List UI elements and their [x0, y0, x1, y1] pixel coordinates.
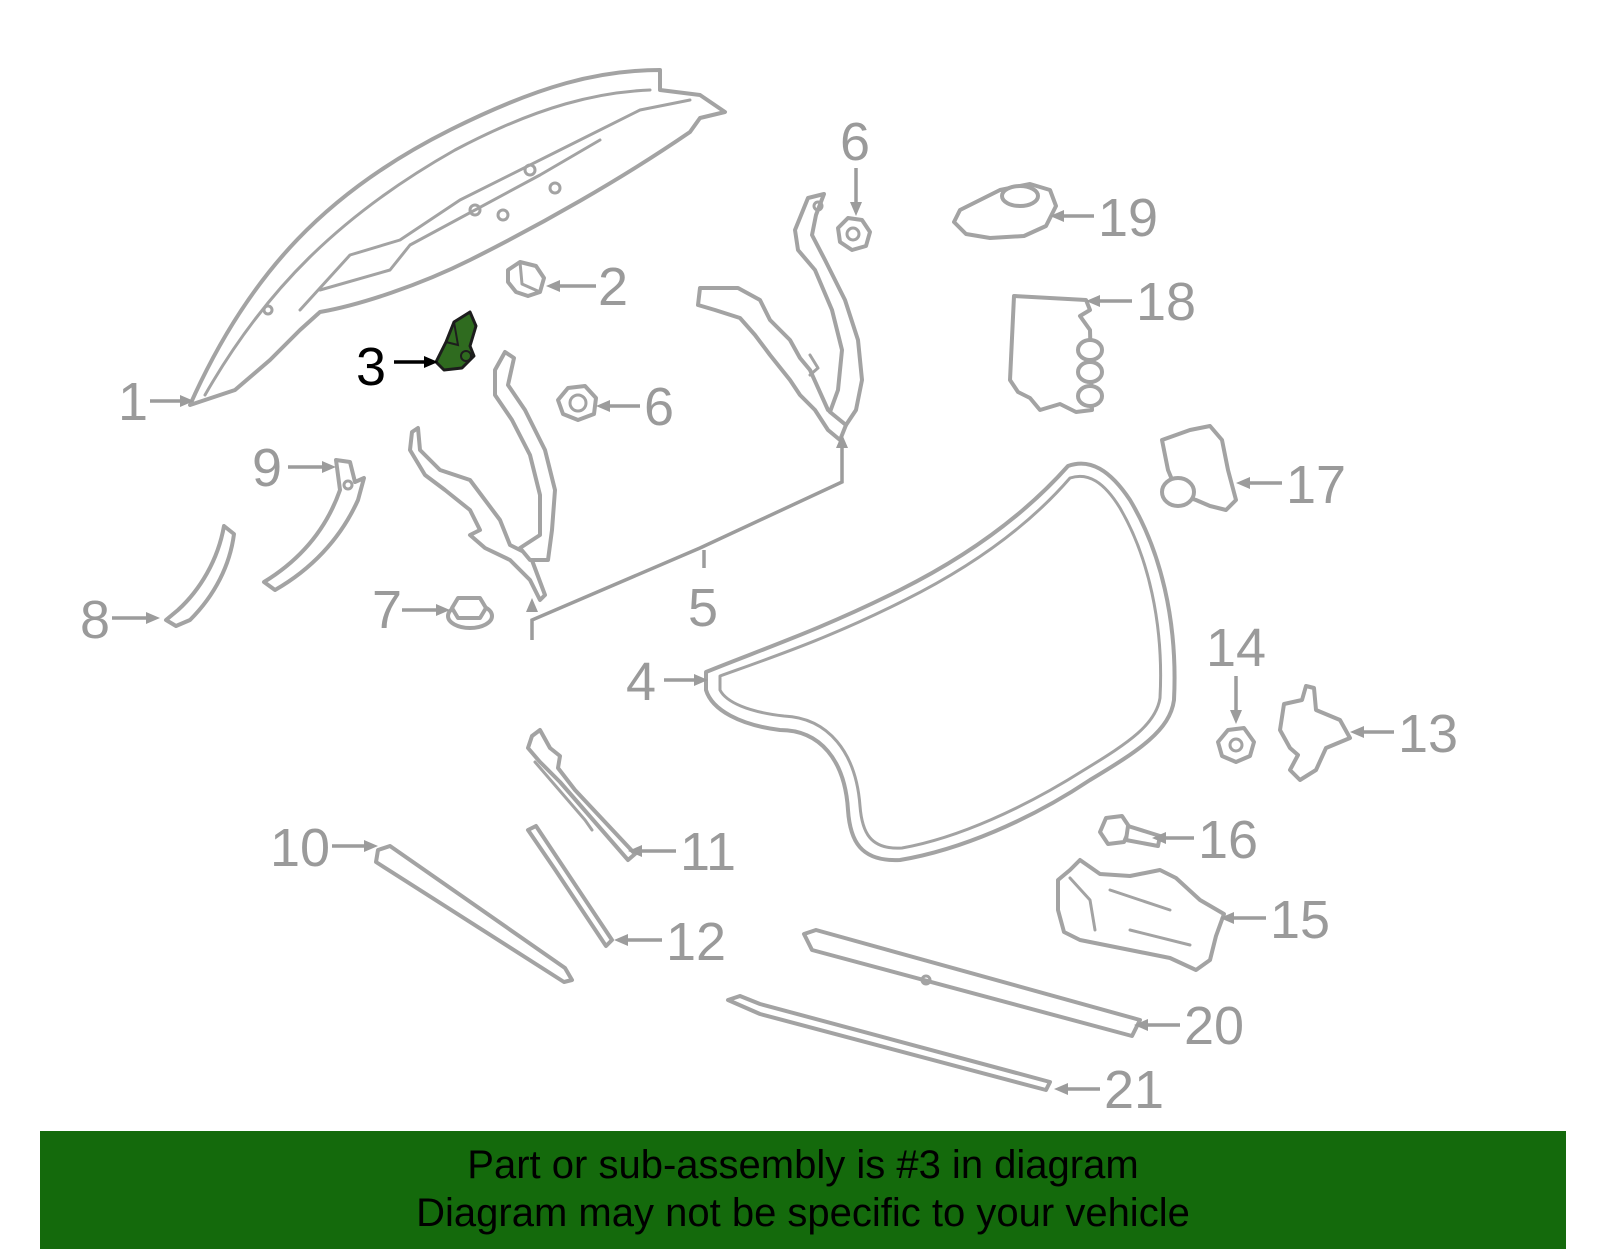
part-6-nut-upper[interactable]: [836, 216, 872, 252]
part-17-actuator[interactable]: [1160, 424, 1238, 512]
callout-3: 3: [356, 337, 386, 397]
banner-line-disclaimer: Diagram may not be specific to your vehi…: [416, 1191, 1190, 1235]
callout-1: 1: [118, 372, 148, 432]
info-banner: Part or sub-assembly is #3 in diagram Di…: [40, 1131, 1566, 1249]
part-18-control-module[interactable]: [1008, 294, 1104, 414]
part-11-gas-strut[interactable]: [526, 728, 637, 862]
part-5-right-hinge[interactable]: [696, 192, 864, 442]
callout-20: 20: [1184, 996, 1244, 1056]
callout-21: 21: [1104, 1060, 1164, 1120]
callout-2: 2: [598, 257, 628, 317]
part-20-lower-trim-strip[interactable]: [802, 928, 1142, 1038]
part-5-left-hinge[interactable]: [408, 350, 557, 602]
part-14-nut[interactable]: [1216, 726, 1256, 764]
part-6-nut-lower[interactable]: [556, 384, 598, 422]
callout-4: 4: [626, 652, 656, 712]
part-3-highlighted-bracket[interactable]: [434, 310, 478, 372]
part-13-striker-bracket[interactable]: [1278, 684, 1352, 782]
callout-13: 13: [1398, 704, 1458, 764]
callout-18: 18: [1136, 272, 1196, 332]
part-5-leader-bracket: [526, 434, 848, 640]
callout-10: 10: [270, 818, 330, 878]
callout-15: 15: [1270, 890, 1330, 950]
part-19-sensor[interactable]: [952, 182, 1058, 240]
callout-5: 5: [688, 578, 718, 638]
callout-12: 12: [666, 912, 726, 972]
callout-6-upper: 6: [840, 112, 870, 172]
part-16-bolt[interactable]: [1098, 814, 1162, 848]
part-8-trim-strip[interactable]: [164, 524, 236, 628]
callout-8: 8: [80, 590, 110, 650]
part-21-lower-seal-strip[interactable]: [726, 994, 1052, 1092]
part-7-flange-nut[interactable]: [446, 596, 494, 630]
part-12-seal-strip[interactable]: [526, 824, 614, 948]
callout-14: 14: [1206, 618, 1266, 678]
part-10-gas-strut[interactable]: [374, 844, 574, 984]
callout-7: 7: [372, 580, 402, 640]
callout-19: 19: [1098, 188, 1158, 248]
part-1-trunk-lid[interactable]: [188, 68, 727, 407]
callout-6-lower: 6: [644, 377, 674, 437]
callout-16: 16: [1198, 810, 1258, 870]
part-2-clip[interactable]: [506, 260, 546, 298]
part-4-weatherstrip-seal[interactable]: [704, 461, 1177, 863]
callout-9: 9: [252, 438, 282, 498]
banner-line-part-number: Part or sub-assembly is #3 in diagram: [467, 1143, 1139, 1187]
part-15-latch-assembly[interactable]: [1056, 858, 1226, 972]
callout-leaders: [112, 168, 1394, 1095]
callout-17: 17: [1286, 455, 1346, 515]
callout-11: 11: [680, 822, 736, 882]
part-9-trim-piece[interactable]: [262, 458, 366, 592]
